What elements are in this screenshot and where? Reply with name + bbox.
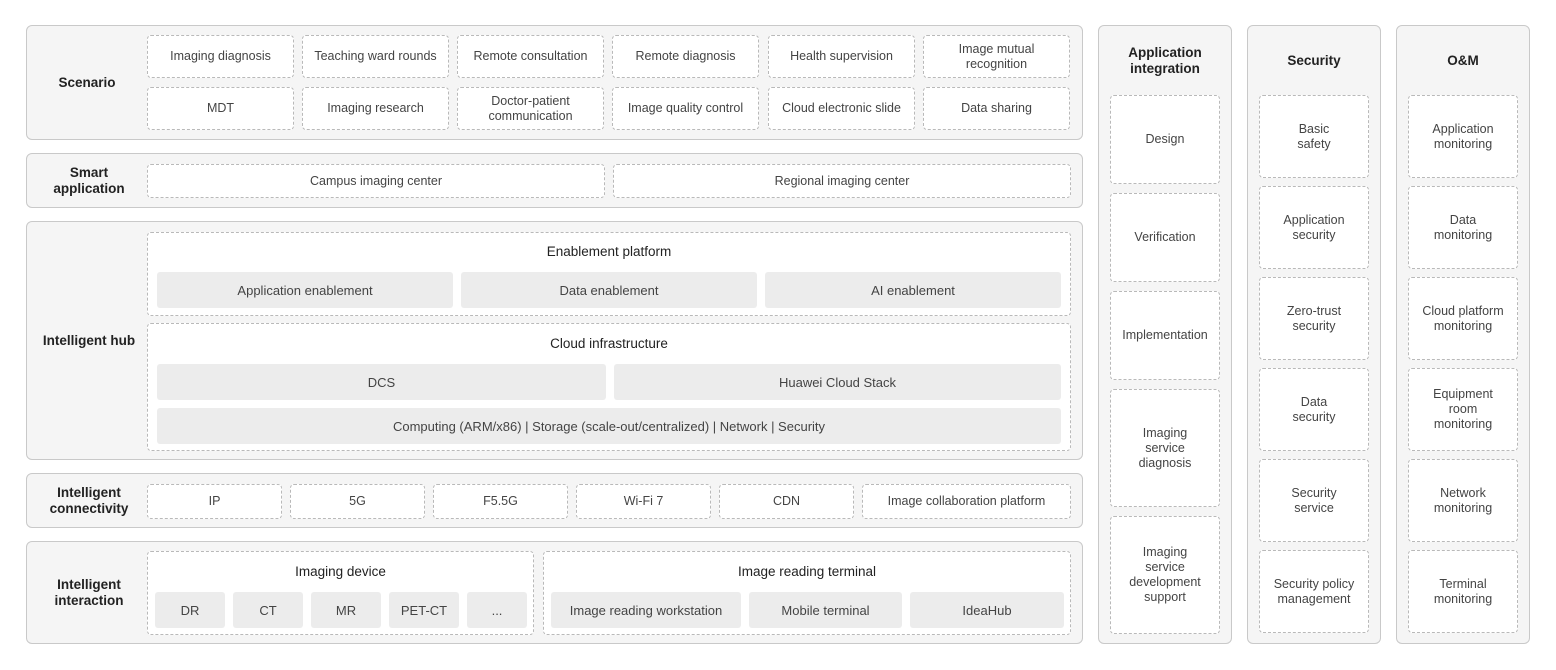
scenario-layer: Scenario Imaging diagnosis Teaching ward… [26, 25, 1083, 140]
application-integration-column: Application integration Design Verificat… [1098, 25, 1232, 644]
scenario-item-remote-consultation: Remote consultation [457, 35, 604, 78]
om-application-monitoring: Application monitoring [1408, 95, 1518, 178]
connectivity-ip: IP [147, 484, 282, 519]
security-security-service: Security service [1259, 459, 1369, 542]
scenario-item-teaching-ward-rounds: Teaching ward rounds [302, 35, 449, 78]
intelligent-interaction-layer: Intelligent interaction Imaging device D… [26, 541, 1083, 644]
device-mr: MR [311, 592, 381, 628]
om-cloud-platform-monitoring: Cloud platform monitoring [1408, 277, 1518, 360]
device-pet-ct: PET-CT [389, 592, 459, 628]
huawei-cloud-stack: Huawei Cloud Stack [614, 364, 1061, 400]
imaging-device-group: Imaging device DR CT MR PET-CT ... [147, 551, 534, 635]
security-title: Security [1287, 53, 1341, 68]
scenario-label: Scenario [58, 74, 116, 90]
image-collaboration-platform: Image collaboration platform [862, 484, 1071, 519]
scenario-item-imaging-research: Imaging research [302, 87, 449, 130]
image-reading-terminal-title: Image reading terminal [737, 564, 877, 579]
cloud-infrastructure-group: Cloud infrastructure DCS Huawei Cloud St… [147, 323, 1071, 451]
image-reading-workstation: Image reading workstation [551, 592, 741, 628]
device-ct: CT [233, 592, 303, 628]
scenario-item-imaging-diagnosis: Imaging diagnosis [147, 35, 294, 78]
integration-implementation: Implementation [1110, 291, 1220, 380]
security-zero-trust-security: Zero-trust security [1259, 277, 1369, 360]
intelligent-hub-layer: Intelligent hub Enablement platform Appl… [26, 221, 1083, 460]
om-title: O&M [1447, 53, 1479, 68]
connectivity-cdn: CDN [719, 484, 854, 519]
integration-imaging-service-diagnosis: Imaging service diagnosis [1110, 389, 1220, 507]
intelligent-hub-label: Intelligent hub [42, 332, 136, 348]
intelligent-connectivity-layer: Intelligent connectivity IP 5G F5.5G Wi-… [26, 473, 1083, 528]
dcs: DCS [157, 364, 606, 400]
connectivity-5g: 5G [290, 484, 425, 519]
intelligent-connectivity-label: Intelligent connectivity [49, 484, 129, 516]
integration-verification: Verification [1110, 193, 1220, 282]
connectivity-wifi7: Wi-Fi 7 [576, 484, 711, 519]
integration-design: Design [1110, 95, 1220, 184]
ai-enablement: AI enablement [765, 272, 1061, 308]
imaging-device-title: Imaging device [295, 564, 386, 579]
mobile-terminal: Mobile terminal [749, 592, 902, 628]
scenario-item-mdt: MDT [147, 87, 294, 130]
security-application-security: Application security [1259, 186, 1369, 269]
integration-imaging-service-development-support: Imaging service development support [1110, 516, 1220, 634]
device-more: ... [467, 592, 527, 628]
smart-application-label: Smart application [53, 164, 125, 196]
scenario-item-data-sharing: Data sharing [923, 87, 1070, 130]
regional-imaging-center: Regional imaging center [613, 164, 1071, 198]
security-column: Security Basic safety Application securi… [1247, 25, 1381, 644]
ideahub: IdeaHub [910, 592, 1064, 628]
security-basic-safety: Basic safety [1259, 95, 1369, 178]
om-equipment-room-monitoring: Equipment room monitoring [1408, 368, 1518, 451]
device-dr: DR [155, 592, 225, 628]
security-data-security: Data security [1259, 368, 1369, 451]
om-network-monitoring: Network monitoring [1408, 459, 1518, 542]
om-terminal-monitoring: Terminal monitoring [1408, 550, 1518, 633]
scenario-item-image-quality-control: Image quality control [612, 87, 759, 130]
scenario-item-remote-diagnosis: Remote diagnosis [612, 35, 759, 78]
connectivity-f55g: F5.5G [433, 484, 568, 519]
om-data-monitoring: Data monitoring [1408, 186, 1518, 269]
scenario-item-image-mutual-recognition: Image mutual recognition [923, 35, 1070, 78]
cloud-resources: Computing (ARM/x86) | Storage (scale-out… [157, 408, 1061, 444]
om-column: O&M Application monitoring Data monitori… [1396, 25, 1530, 644]
intelligent-interaction-label: Intelligent interaction [54, 576, 124, 608]
security-policy-management: Security policy management [1259, 550, 1369, 633]
cloud-infrastructure-title: Cloud infrastructure [550, 336, 668, 351]
image-reading-terminal-group: Image reading terminal Image reading wor… [543, 551, 1071, 635]
enablement-platform-title: Enablement platform [546, 244, 672, 259]
scenario-item-doctor-patient-communication: Doctor-patient communication [457, 87, 604, 130]
smart-application-layer: Smart application Campus imaging center … [26, 153, 1083, 208]
enablement-platform-group: Enablement platform Application enableme… [147, 232, 1071, 316]
data-enablement: Data enablement [461, 272, 757, 308]
scenario-item-health-supervision: Health supervision [768, 35, 915, 78]
scenario-item-cloud-electronic-slide: Cloud electronic slide [768, 87, 915, 130]
campus-imaging-center: Campus imaging center [147, 164, 605, 198]
application-integration-title: Application integration [1128, 45, 1202, 76]
application-enablement: Application enablement [157, 272, 453, 308]
